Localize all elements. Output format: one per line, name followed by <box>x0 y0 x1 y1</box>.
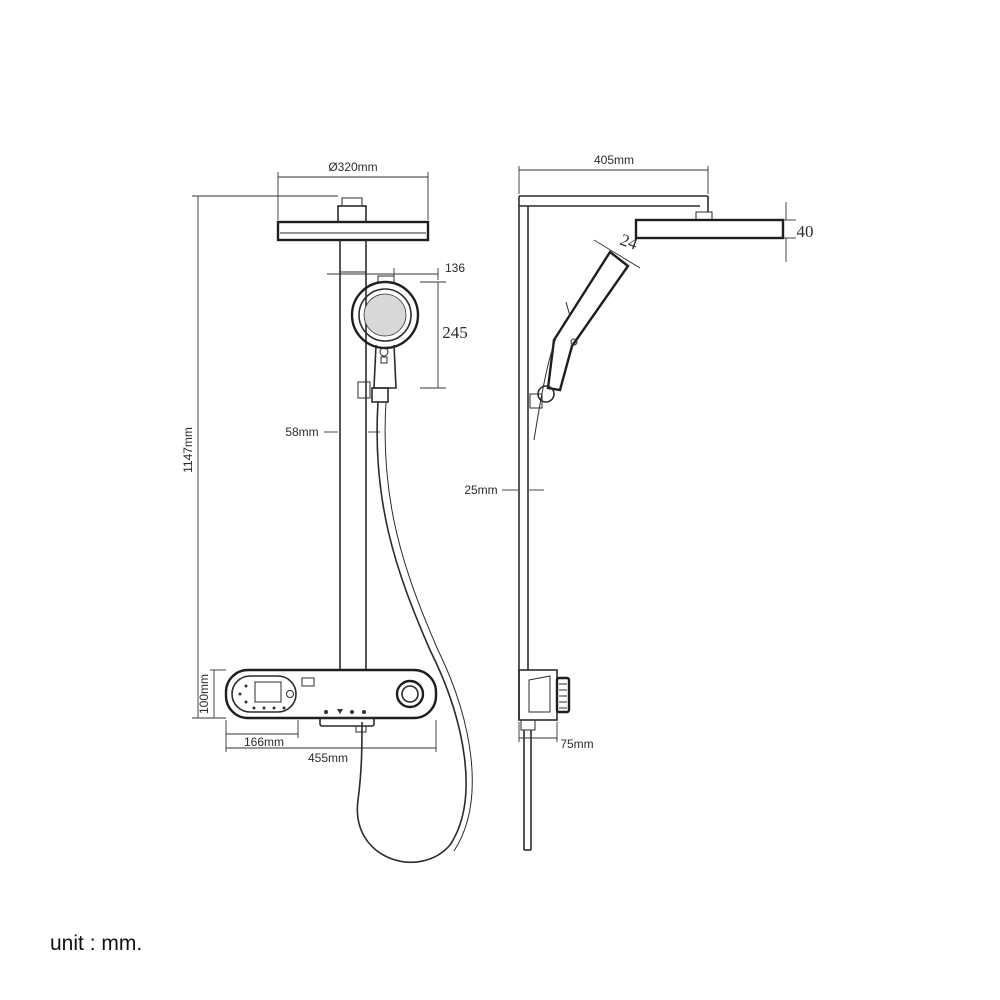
dim-head-diameter-label: Ø320mm <box>328 160 377 174</box>
total-height-dimension: 1147mm <box>181 195 338 719</box>
head-thickness-dimension: 40 <box>783 202 814 262</box>
dim-panel-depth-label: 75mm <box>560 737 593 751</box>
panel-width-dimensions: 166mm 455mm <box>225 720 437 765</box>
head-diameter-dimension: Ø320mm <box>277 160 429 220</box>
control-panel <box>224 668 438 733</box>
dim-rail-offset-label: 58mm <box>285 425 318 439</box>
side-view: 405mm 40 24 25mm <box>464 153 814 851</box>
side-control-panel <box>518 669 571 731</box>
rain-shower-head <box>276 197 430 242</box>
shower-hose <box>356 401 473 863</box>
unit-label: unit : mm. <box>50 932 143 955</box>
panel-height-dimension: 100mm <box>197 669 226 719</box>
dim-total-height-label: 1147mm <box>181 427 195 473</box>
hand-angle-dimension: 24 <box>593 230 641 269</box>
front-view: Ø320mm 136 245 <box>181 160 473 863</box>
dim-head-thickness-label: 40 <box>797 222 814 241</box>
dim-hand-shower-height-label: 245 <box>442 323 468 342</box>
dim-panel-width-label: 455mm <box>308 751 348 765</box>
hand-shower-dimensions: 136 245 <box>327 261 468 389</box>
rail-offset-dimension: 58mm <box>285 425 380 439</box>
side-hand-shower <box>529 250 630 441</box>
dim-hand-shower-depth-label: 136 <box>445 261 465 275</box>
dim-panel-tray-width-label: 166mm <box>244 735 284 749</box>
side-arm-and-rail <box>518 195 713 851</box>
arm-length-dimension: 405mm <box>518 153 709 194</box>
vertical-rail <box>339 240 371 670</box>
dim-rail-diameter-label: 25mm <box>464 483 497 497</box>
panel-depth-dimension: 75mm <box>518 722 594 751</box>
dim-hand-angle-label: 24 <box>618 230 641 254</box>
dim-arm-length-label: 405mm <box>594 153 634 167</box>
hand-shower <box>350 275 420 403</box>
side-rain-head <box>634 218 785 240</box>
dim-panel-height-label: 100mm <box>197 674 211 714</box>
rail-diameter-dimension: 25mm <box>464 483 544 497</box>
